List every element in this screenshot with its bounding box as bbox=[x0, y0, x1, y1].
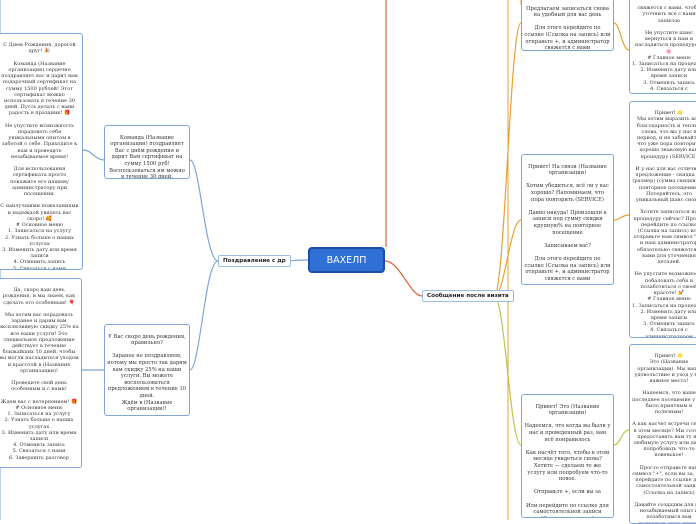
node-birthday-certificate-full[interactable]: С Днем Рождения, дорогой друг! 🎉 Команда… bbox=[0, 33, 83, 270]
node-review-visit-short[interactable]: Привет! Это (Название организации) Надее… bbox=[521, 394, 614, 518]
node-review-rebook-full[interactable]: свяжется с вами, чтобы уточнить все с ва… bbox=[629, 0, 696, 94]
node-birthday-discount-short[interactable]: У Вас скоро день рождения, правильно? За… bbox=[104, 324, 190, 416]
node-birthday-certificate-short[interactable]: Команда (Название организации) поздравля… bbox=[104, 125, 190, 179]
node-text: Привет! 🌟 Мы хотим выразить вам благодар… bbox=[632, 110, 696, 338]
node-review-visit-full[interactable]: Привет! 🌟 Это (Название организации). Мы… bbox=[629, 344, 696, 524]
branch-birthday[interactable]: Поздравление с др bbox=[218, 255, 291, 267]
branch-birthday-label: Поздравление с др bbox=[223, 258, 286, 264]
node-text: свяжется с вами, чтобы уточнить все с ва… bbox=[632, 5, 696, 93]
node-text: У Вас скоро день рождения, правильно? За… bbox=[107, 333, 187, 413]
node-text: Привет! Это (Название организации) Надее… bbox=[524, 403, 611, 517]
root-node[interactable]: ВАХЕЛП bbox=[308, 247, 385, 273]
node-text: Предлагаем записаться снова на удобный д… bbox=[524, 5, 611, 51]
node-text: Команда (Название организации) поздравля… bbox=[109, 134, 185, 179]
node-birthday-discount-full[interactable]: Да, скоро ваш день рождения, и мы знаем,… bbox=[0, 278, 82, 468]
node-text: С Днем Рождения, дорогой друг! 🎉 Команда… bbox=[0, 42, 79, 270]
node-review-repeat-short[interactable]: Привет! На связи (Название организации) … bbox=[521, 154, 614, 285]
node-text: Привет! На связи (Название организации) … bbox=[524, 163, 611, 282]
branch-review[interactable]: Сообщение после визита bbox=[422, 290, 514, 302]
node-review-rebook-short[interactable]: Предлагаем записаться снова на удобный д… bbox=[521, 0, 614, 51]
branch-review-label: Сообщение после визита bbox=[427, 293, 509, 299]
node-review-repeat-full[interactable]: Привет! 🌟 Мы хотим выразить вам благодар… bbox=[629, 101, 696, 338]
root-label: ВАХЕЛП bbox=[326, 254, 367, 266]
node-text: Да, скоро ваш день рождения, и мы знаем,… bbox=[0, 287, 79, 461]
node-text: Привет! 🌟 Это (Название организации). Мы… bbox=[632, 353, 696, 524]
